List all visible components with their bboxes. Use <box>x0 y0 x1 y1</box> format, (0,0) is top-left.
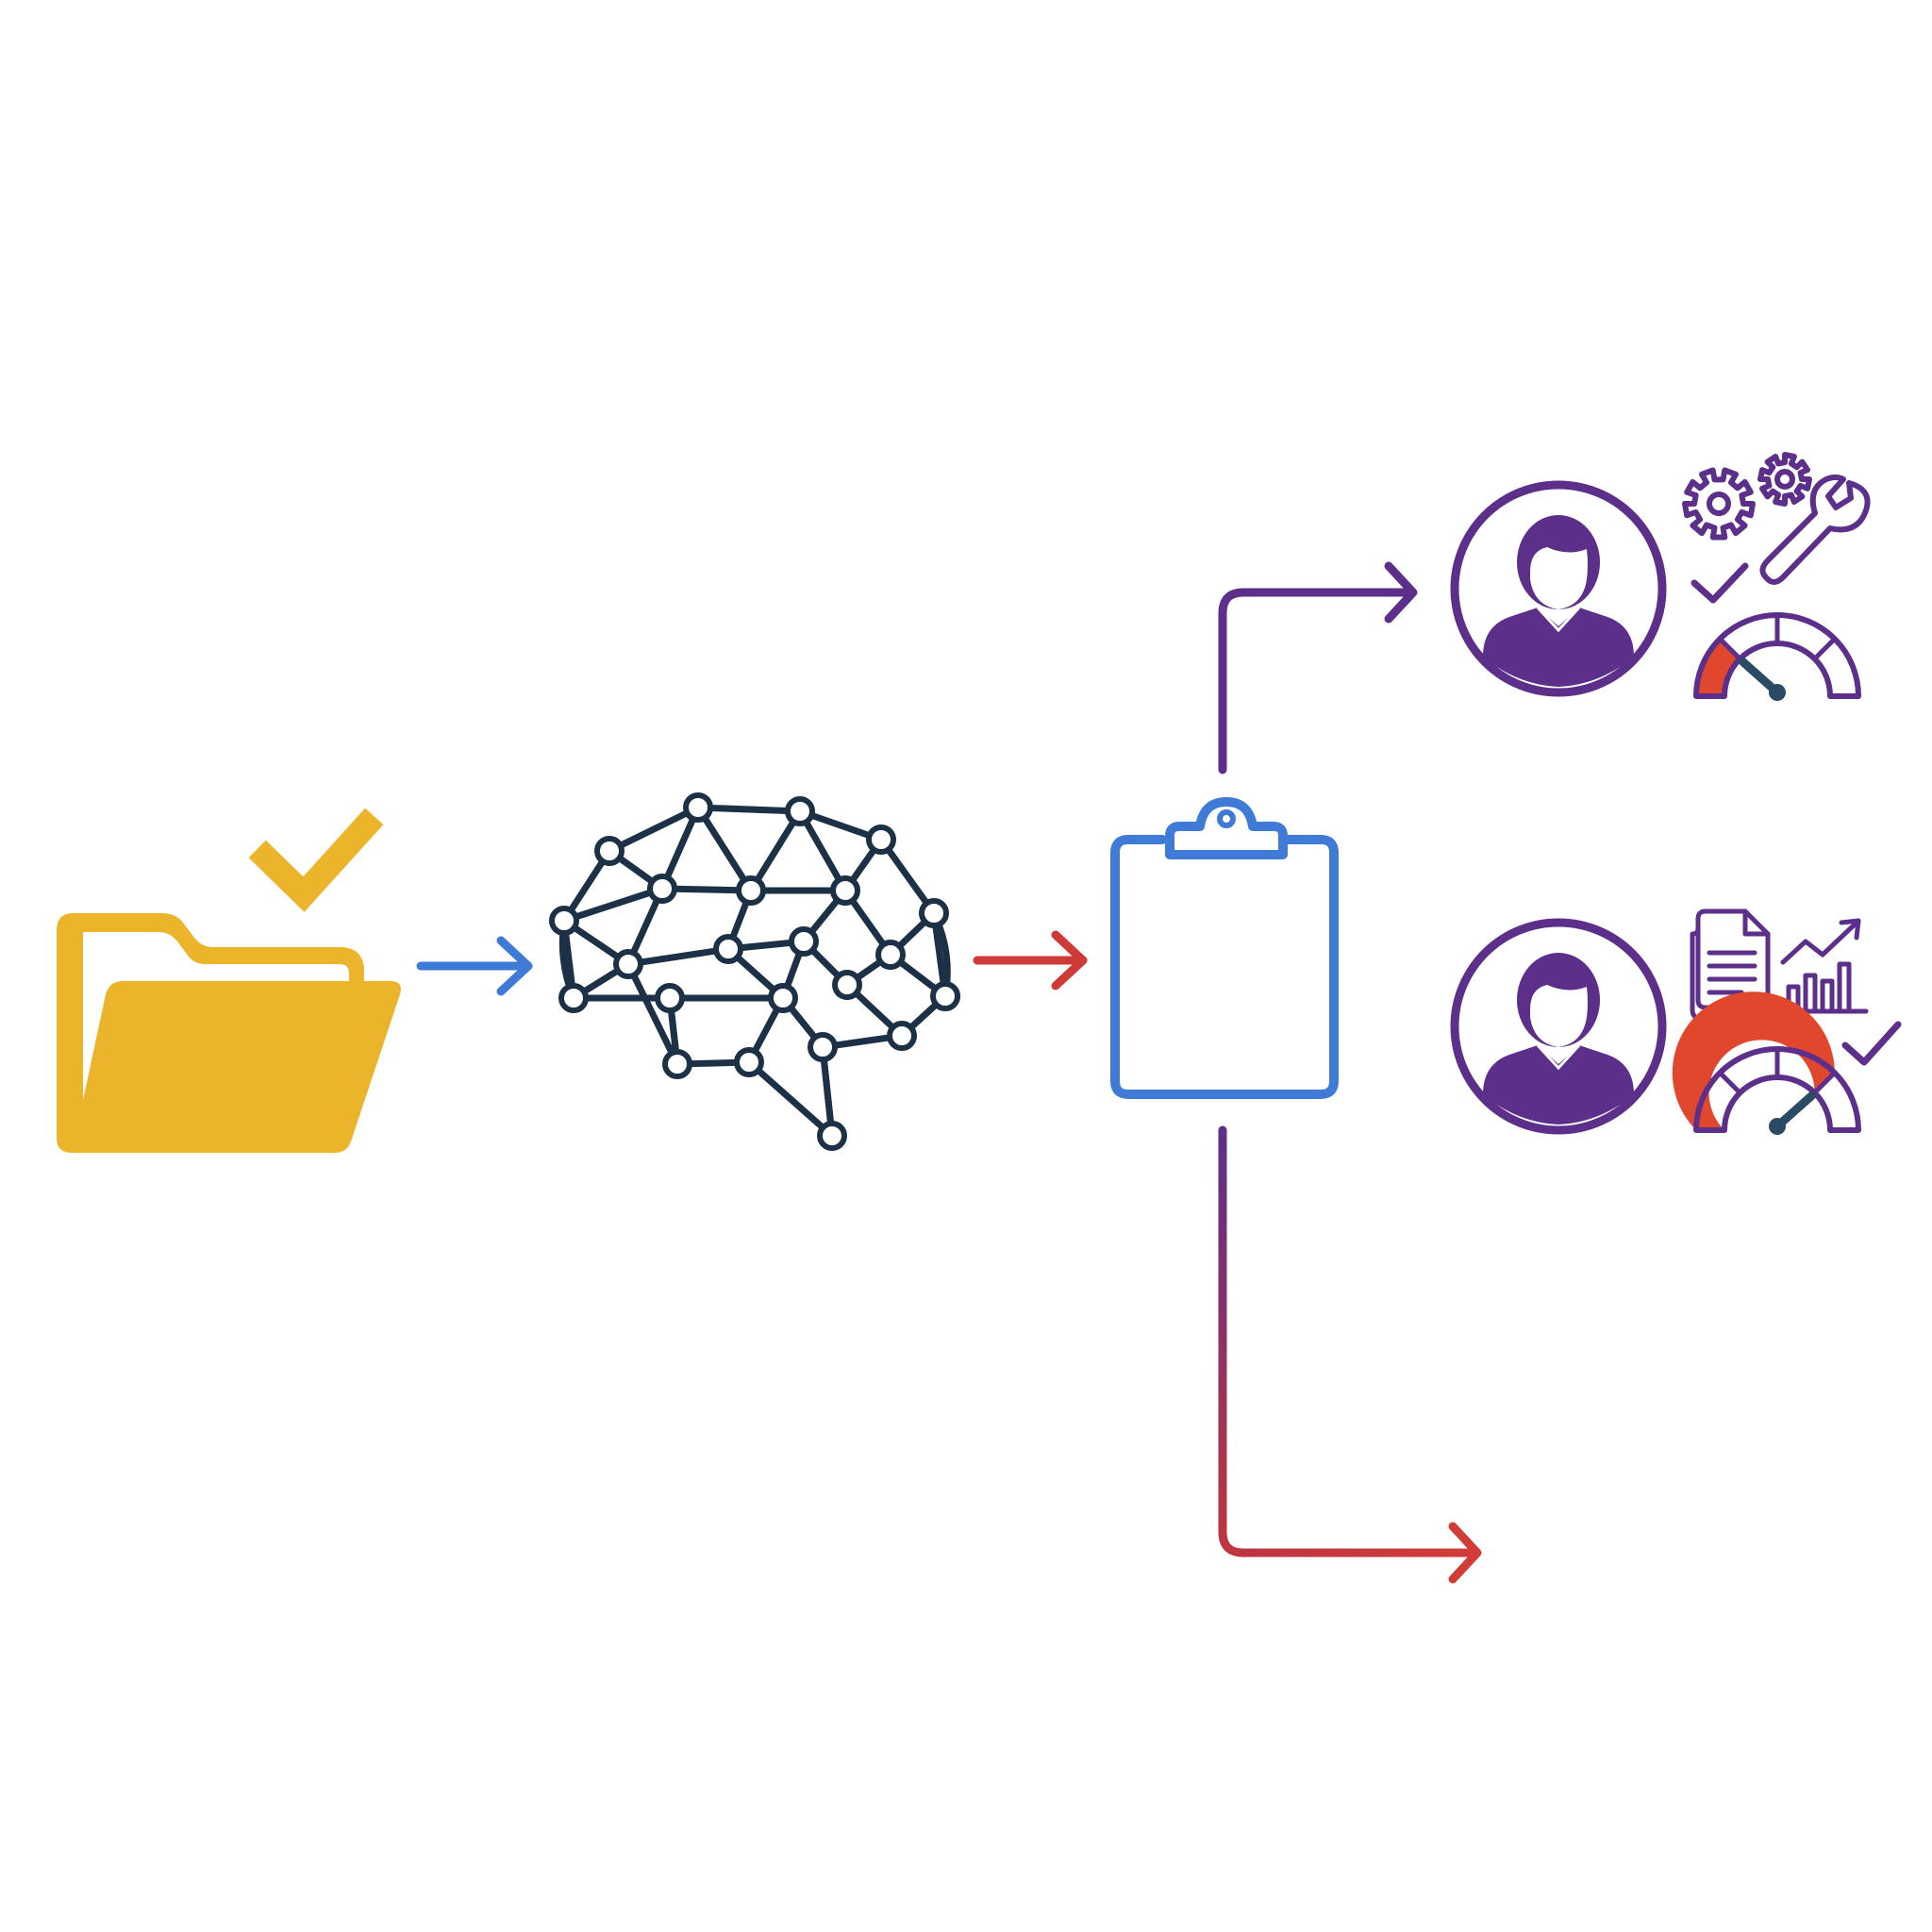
gauge-tick <box>1718 1071 1742 1095</box>
user-avatar-icon <box>1450 480 1667 697</box>
gauge-tick <box>1718 637 1742 661</box>
network-nodes <box>549 792 960 1151</box>
user-avatar-icon <box>1450 918 1667 1135</box>
network-node <box>662 1049 692 1079</box>
network-node <box>613 949 643 979</box>
network-node <box>655 983 685 1013</box>
network-edge <box>877 836 938 917</box>
network-node <box>887 1021 917 1051</box>
network-node <box>647 874 677 904</box>
network-edge <box>606 804 702 855</box>
network-node <box>875 940 906 970</box>
network-node <box>832 970 862 1000</box>
network-edge <box>625 960 681 1068</box>
gear-icon <box>1682 467 1756 541</box>
gears-wrench-icon <box>1682 452 1871 585</box>
network-node <box>785 796 815 826</box>
folder-back-icon <box>57 913 364 1153</box>
clipboard-icon <box>1110 797 1339 1099</box>
folder-front-icon <box>72 981 401 1153</box>
network-node <box>866 824 896 855</box>
network-edge <box>694 804 804 815</box>
gauge-band <box>1672 991 1835 1130</box>
gauge-hub <box>1769 684 1786 701</box>
bar-chart-trend-icon <box>1776 918 1869 1014</box>
network-edge <box>694 804 755 894</box>
gauge-band <box>1696 639 1740 696</box>
network-edge <box>625 945 732 968</box>
check-icon <box>1841 1021 1902 1066</box>
network-node <box>768 983 798 1013</box>
arrow-to-network <box>416 936 533 996</box>
wrench-icon <box>1759 475 1871 585</box>
network-node <box>558 983 589 1013</box>
gauge-tick <box>1812 1071 1837 1095</box>
network-edge <box>745 1058 836 1140</box>
network-edge <box>747 808 804 894</box>
network-node <box>919 898 949 928</box>
gauge-outline <box>1693 1046 1861 1133</box>
folder-check-icon <box>57 808 401 1153</box>
gauge-tick <box>1812 637 1837 661</box>
check-icon <box>248 808 384 912</box>
network-node <box>808 1032 838 1062</box>
network-node <box>789 926 819 957</box>
network-node <box>817 1121 847 1151</box>
network-edge <box>796 808 849 894</box>
network-node <box>734 1047 764 1077</box>
network-node <box>930 981 960 1011</box>
network-node <box>830 875 860 906</box>
network-node <box>683 792 713 823</box>
speedometer-gauge-icon <box>1693 612 1861 701</box>
network-node <box>713 934 743 964</box>
network-node <box>549 906 579 936</box>
gauge-outline <box>1693 612 1861 699</box>
gear-icon <box>1757 452 1812 507</box>
speedometer-gauge-icon <box>1672 991 1861 1135</box>
gauge-hub <box>1769 1118 1786 1135</box>
arrow-to-clipboard <box>973 930 1088 991</box>
check-icon <box>1690 562 1749 604</box>
network-node <box>594 836 625 866</box>
network-node <box>736 875 766 906</box>
network-edge <box>560 885 666 924</box>
branch-down-connector <box>1218 1125 1482 1584</box>
branch-up-connector <box>1218 561 1418 774</box>
neural-network-brain-icon <box>549 792 960 1151</box>
